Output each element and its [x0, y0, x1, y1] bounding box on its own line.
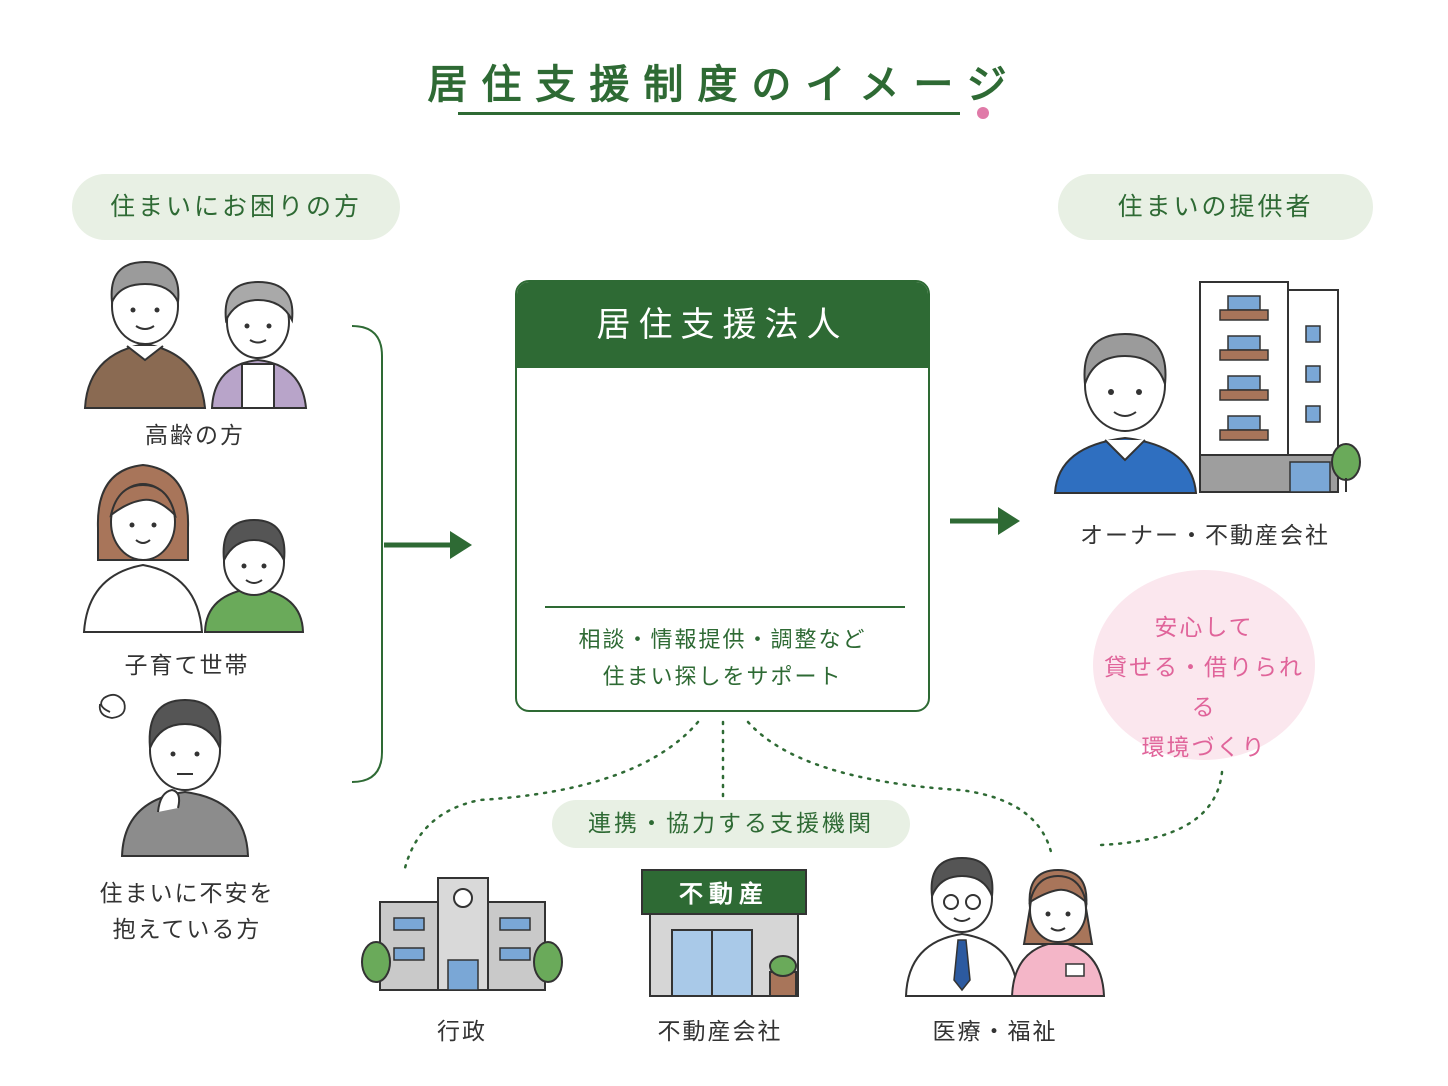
label-housing-anxiety-line2: 抱えている方: [112, 917, 262, 943]
elderly-couple-illustration: [83, 260, 308, 409]
group-heading-people-in-need: 住まいにお困りの方: [72, 174, 400, 240]
center-divider: [545, 606, 905, 608]
center-desc-line1: 相談・情報提供・調整など: [578, 628, 867, 653]
label-owner-real-estate: オーナー・不動産会社: [1080, 523, 1330, 549]
label-real-estate-company: 不動産会社: [657, 1019, 783, 1045]
support-corporation-description: 相談・情報提供・調整など 住まい探しをサポート: [517, 622, 928, 696]
arrow-to-center: [384, 531, 472, 559]
title-underline: [458, 112, 960, 115]
peace-of-mind-bubble: [1093, 570, 1315, 760]
owner-and-building-illustration: [1053, 281, 1361, 494]
bubble-line3: 環境づくり: [1141, 735, 1267, 761]
support-corporation-heading: 居住支援法人: [517, 282, 928, 368]
arrow-to-provider: [950, 507, 1020, 535]
label-medical-welfare: 医療・福祉: [932, 1019, 1058, 1045]
label-child-rearing-household: 子育て世帯: [124, 653, 250, 679]
group-heading-housing-providers: 住まいの提供者: [1058, 174, 1373, 240]
page-title: 居住支援制度のイメージ: [427, 62, 1021, 108]
peace-of-mind-text: 安心して 貸せる・借りられる 環境づくり: [1093, 608, 1315, 768]
label-housing-anxiety-line1: 住まいに不安を: [99, 881, 275, 907]
group-bracket: [351, 325, 383, 783]
worried-person-illustration: [98, 693, 250, 857]
real-estate-shop-illustration: [641, 869, 807, 997]
bubble-line1: 安心して: [1154, 615, 1254, 641]
title-dot: [977, 107, 989, 119]
label-government: 行政: [437, 1019, 487, 1045]
medical-staff-illustration: [904, 856, 1106, 997]
government-building-illustration: [361, 877, 563, 991]
real-estate-sign: 不動産: [679, 880, 769, 908]
support-corporation-box: 居住支援法人 相談・情報提供・調整など 住まい探しをサポート: [515, 280, 930, 712]
family-illustration: [82, 463, 305, 633]
label-elderly: 高齢の方: [145, 423, 245, 449]
center-desc-line2: 住まい探しをサポート: [602, 665, 843, 690]
bubble-line2: 貸せる・借りられる: [1104, 655, 1304, 721]
support-organizations-heading: 連携・協力する支援機関: [552, 800, 910, 848]
cooperation-connectors: [403, 720, 1224, 870]
